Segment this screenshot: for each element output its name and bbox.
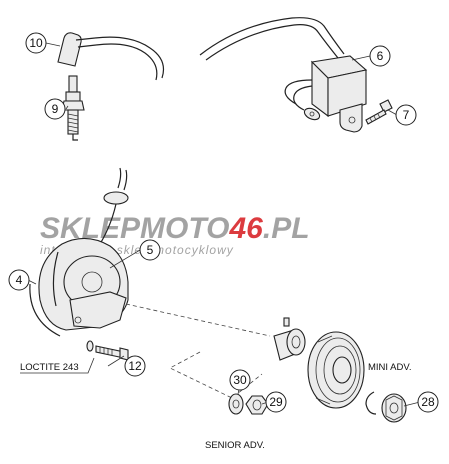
svg-text:SKLEPMOTO46.PL: SKLEPMOTO46.PL <box>40 212 310 245</box>
callout-5-label: 5 <box>147 243 154 257</box>
callout-7-label: 7 <box>403 108 410 122</box>
spark-plug-cap <box>57 32 165 81</box>
rotor-hub <box>273 317 306 361</box>
nut-senior <box>245 395 269 415</box>
watermark: SKLEPMOTO46.PL internetowy sklep motocyk… <box>40 212 310 257</box>
rotor-nut-mini <box>381 393 407 423</box>
leader-lines <box>20 42 421 407</box>
loctite-label: LOCTITE 243 <box>20 362 79 373</box>
circlip <box>365 391 377 415</box>
callout-28: 28 <box>417 391 439 413</box>
callout-30-label: 30 <box>233 373 247 387</box>
callout-10: 10 <box>25 32 47 54</box>
callout-29-label: 29 <box>269 395 283 409</box>
ignition-coil <box>199 17 368 133</box>
callout-9-label: 9 <box>52 102 59 116</box>
callout-6: 6 <box>369 45 391 67</box>
flywheel-rotor <box>307 331 365 409</box>
callout-5: 5 <box>139 239 161 261</box>
callout-10-label: 10 <box>29 36 43 50</box>
watermark-brand-part3: 46 <box>228 212 263 245</box>
callout-12-label: 12 <box>128 359 142 373</box>
callout-4-label: 4 <box>16 273 23 287</box>
callout-6-label: 6 <box>377 49 384 63</box>
senior-adv-label: SENIOR ADV. <box>205 440 265 451</box>
watermark-brand-part4: .PL <box>263 212 310 245</box>
spark-plug <box>61 75 85 141</box>
callout-29: 29 <box>265 391 287 413</box>
watermark-brand-part2: MOTO <box>140 212 229 245</box>
washer-senior <box>228 393 244 415</box>
coil-screw <box>365 99 393 125</box>
callout-28-label: 28 <box>421 395 435 409</box>
callout-12: 12 <box>124 355 146 377</box>
callout-30: 30 <box>229 369 251 391</box>
stator-assembly <box>29 167 129 337</box>
callout-4: 4 <box>8 269 30 291</box>
callout-7: 7 <box>395 104 417 126</box>
mini-adv-label: MINI ADV. <box>368 362 411 373</box>
callout-9: 9 <box>44 98 66 120</box>
